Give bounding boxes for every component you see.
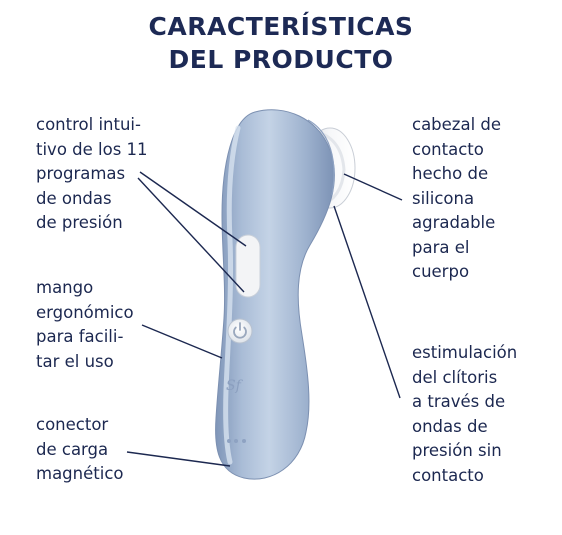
body-highlight [223, 125, 241, 465]
head-seam [307, 119, 335, 196]
control-description: control intui- tivo de los 11 programas … [36, 115, 148, 232]
leader-lines [126, 171, 403, 467]
leader-head [343, 173, 403, 201]
leader-connector [126, 451, 231, 467]
page-title-line-2: DEL PRODUCTO [168, 45, 394, 74]
power-button [227, 318, 253, 344]
handle-description: mango ergonómico para facili- tar el uso [36, 278, 134, 371]
leader-stimulation [333, 205, 401, 399]
page-title-line-1: CARACTERÍSTICAS [148, 12, 414, 41]
connector-description: conector de carga magnético [36, 415, 124, 483]
stimulation-description: estimulación del clítoris a través de on… [412, 343, 518, 485]
leader-control-lower [137, 177, 245, 293]
device-logo: Sf [226, 378, 244, 394]
head-description: cabezal de contacto hecho de silicona ag… [412, 115, 502, 281]
charging-contacts [227, 439, 246, 443]
leader-handle [141, 324, 223, 359]
leader-control-upper [139, 171, 247, 247]
control-pad [235, 234, 261, 298]
